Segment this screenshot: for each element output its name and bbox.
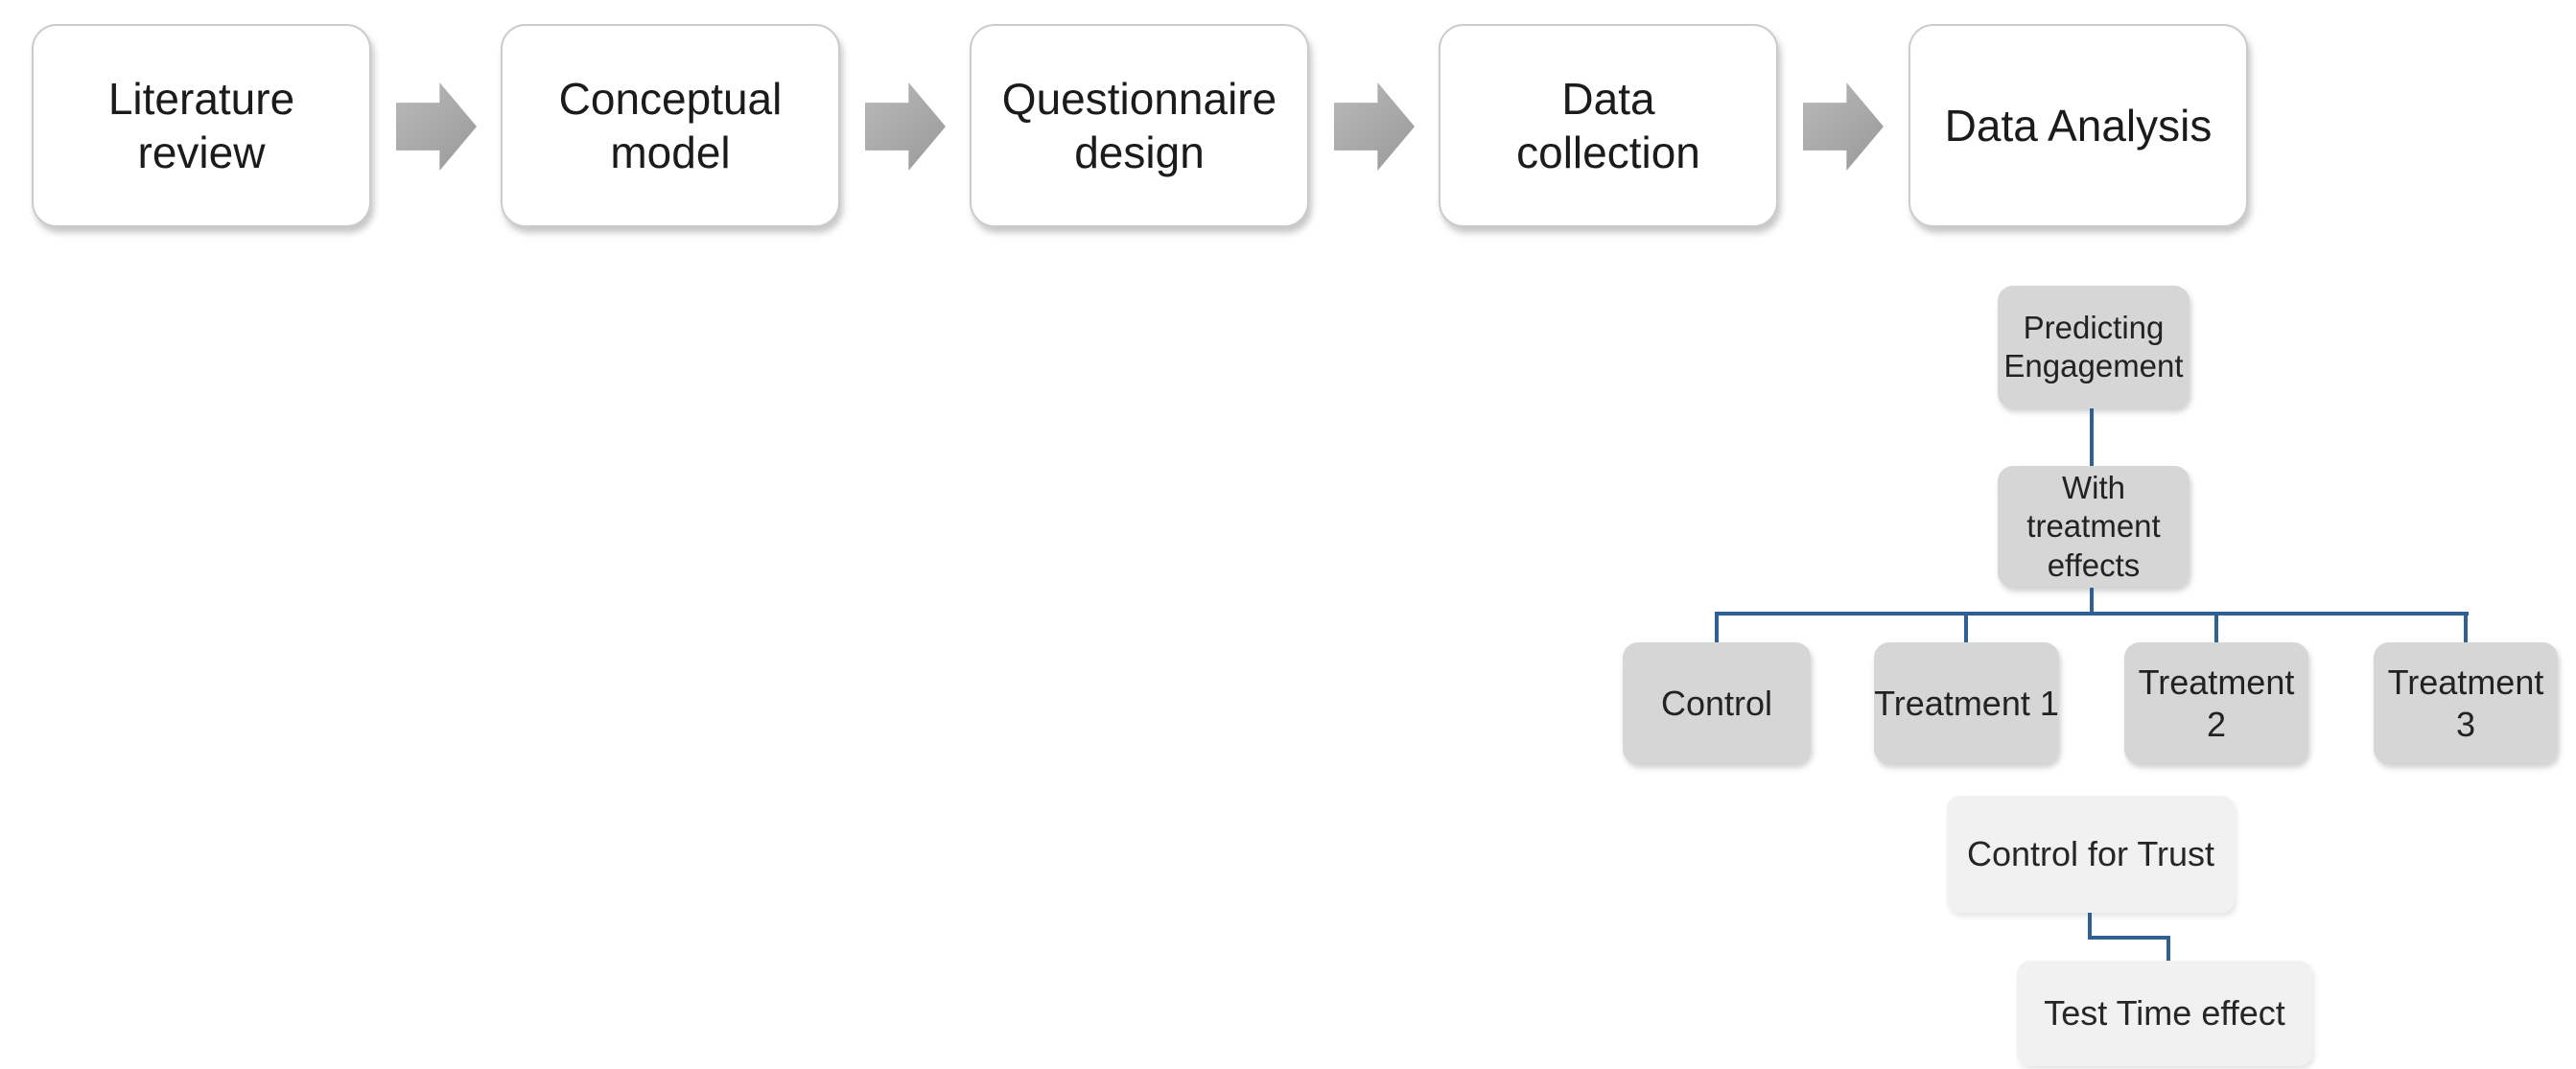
arrow-right-icon (1803, 82, 1884, 171)
tree-node-treatment-3: Treatment 3 (2374, 642, 2558, 764)
tree-node-predicting-engagement: Predicting Engagement (1998, 286, 2190, 408)
tree-node-test-time-effect: Test Time effect (2017, 961, 2312, 1066)
flow-step-literature-review: Literature review (32, 24, 371, 227)
tree-node-control-for-trust: Control for Trust (1947, 796, 2235, 913)
tree-node-with-treatment-effects: With treatment effects (1998, 466, 2190, 588)
arrow-right-icon (396, 82, 477, 171)
connector-line (1715, 614, 1719, 642)
flow-step-conceptual-model: Conceptual model (501, 24, 840, 227)
tree-node-treatment-1: Treatment 1 (1874, 642, 2059, 764)
arrow-right-icon (865, 82, 946, 171)
arrow-right-icon (1334, 82, 1415, 171)
connector-line (2088, 936, 2170, 940)
connector-line (2090, 588, 2094, 614)
connector-line (1715, 612, 2469, 616)
flow-step-data-collection: Data collection (1439, 24, 1778, 227)
connector-line (2088, 913, 2092, 940)
connector-line (2464, 614, 2468, 642)
connector-line (1964, 614, 1968, 642)
tree-node-control: Control (1623, 642, 1811, 764)
flow-step-questionnaire-design: Questionnaire design (970, 24, 1309, 227)
connector-line (2214, 614, 2218, 642)
connector-line (2090, 408, 2094, 466)
connector-line (2166, 936, 2170, 961)
tree-node-treatment-2: Treatment 2 (2124, 642, 2308, 764)
flow-step-data-analysis: Data Analysis (1909, 24, 2248, 227)
